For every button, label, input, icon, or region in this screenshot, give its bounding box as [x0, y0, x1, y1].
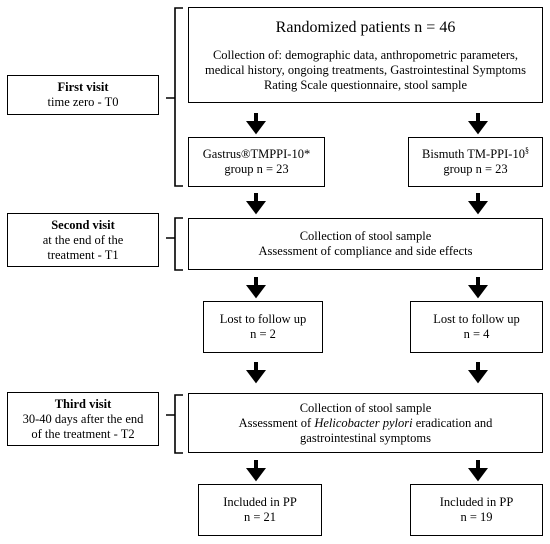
first-visit-box: First visit time zero - T0	[7, 75, 159, 115]
collection1-line-2: Assessment of compliance and side effect…	[258, 244, 473, 258]
randomized-line-1: Collection of: demographic data, anthrop…	[212, 47, 519, 62]
second-visit-subtitle-2: treatment - T1	[47, 247, 119, 262]
lost-left-label: Lost to follow up	[219, 312, 307, 326]
second-visit-title: Second visit	[51, 217, 115, 232]
eradication-collection-box: Collection of stool sample Assessment of…	[188, 393, 543, 453]
helicobacter-pylori-italic: Helicobacter pylori	[314, 415, 413, 430]
bracket-third-visit	[166, 394, 183, 454]
bracket-second-visit	[166, 217, 183, 271]
included-left-label: Included in PP	[223, 495, 297, 509]
section-sign: §	[524, 145, 529, 155]
collection2-line-2-pre: Assessment of	[238, 415, 315, 430]
included-left-box: Included in PP n = 21	[198, 484, 322, 536]
visit-brackets	[166, 7, 183, 454]
lost-right-count: n = 4	[463, 327, 490, 341]
collection1-line-1: Collection of stool sample	[299, 229, 432, 243]
included-right-count: n = 19	[460, 510, 493, 524]
lost-left-box: Lost to follow up n = 2	[203, 301, 323, 353]
randomized-patients-box: Randomized patients n = 46 Collection of…	[188, 7, 543, 103]
gastrus-group-name: Gastrus®TMPPI-10*	[202, 147, 311, 161]
randomized-line-2: medical history, ongoing treatments, Gas…	[204, 62, 527, 77]
lost-right-label: Lost to follow up	[433, 312, 520, 326]
lost-left-count: n = 2	[250, 327, 276, 341]
third-visit-box: Third visit 30-40 days after the end of …	[7, 392, 159, 446]
collection2-line-1: Collection of stool sample	[299, 400, 432, 415]
third-visit-title: Third visit	[54, 396, 112, 411]
third-visit-subtitle-2: of the treatment - T2	[31, 426, 135, 441]
bismuth-group-box: Bismuth TM-PPI-10§ group n = 23	[408, 137, 543, 187]
collection2-line-2: Assessment of Helicobacter pylori eradic…	[239, 416, 493, 431]
down-arrows	[246, 113, 488, 482]
third-visit-subtitle-1: 30-40 days after the end	[22, 411, 144, 426]
randomized-line-3: Rating Scale questionnaire, stool sample	[263, 77, 468, 92]
compliance-collection-box: Collection of stool sample Assessment of…	[188, 218, 543, 270]
gastrus-group-box: Gastrus®TMPPI-10* group n = 23	[188, 137, 325, 187]
second-visit-box: Second visit at the end of the treatment…	[7, 213, 159, 267]
second-visit-subtitle-1: at the end of the	[42, 232, 124, 247]
included-left-count: n = 21	[243, 510, 277, 524]
included-right-label: Included in PP	[439, 495, 514, 509]
gastrus-group-count: group n = 23	[224, 162, 289, 176]
lost-right-box: Lost to follow up n = 4	[410, 301, 543, 353]
first-visit-title: First visit	[57, 80, 109, 94]
bracket-first-visit	[166, 7, 183, 187]
collection2-line-2-post: eradication and	[412, 415, 493, 430]
bismuth-group-name: Bismuth TM-PPI-10	[422, 147, 525, 161]
included-right-box: Included in PP n = 19	[410, 484, 543, 536]
randomized-title: Randomized patients n = 46	[275, 18, 456, 36]
collection2-line-3: gastrointestinal symptoms	[300, 430, 431, 445]
bismuth-group-count: group n = 23	[443, 162, 508, 176]
first-visit-subtitle: time zero - T0	[47, 95, 119, 109]
bismuth-group-name-line: Bismuth TM-PPI-10§	[422, 145, 529, 162]
